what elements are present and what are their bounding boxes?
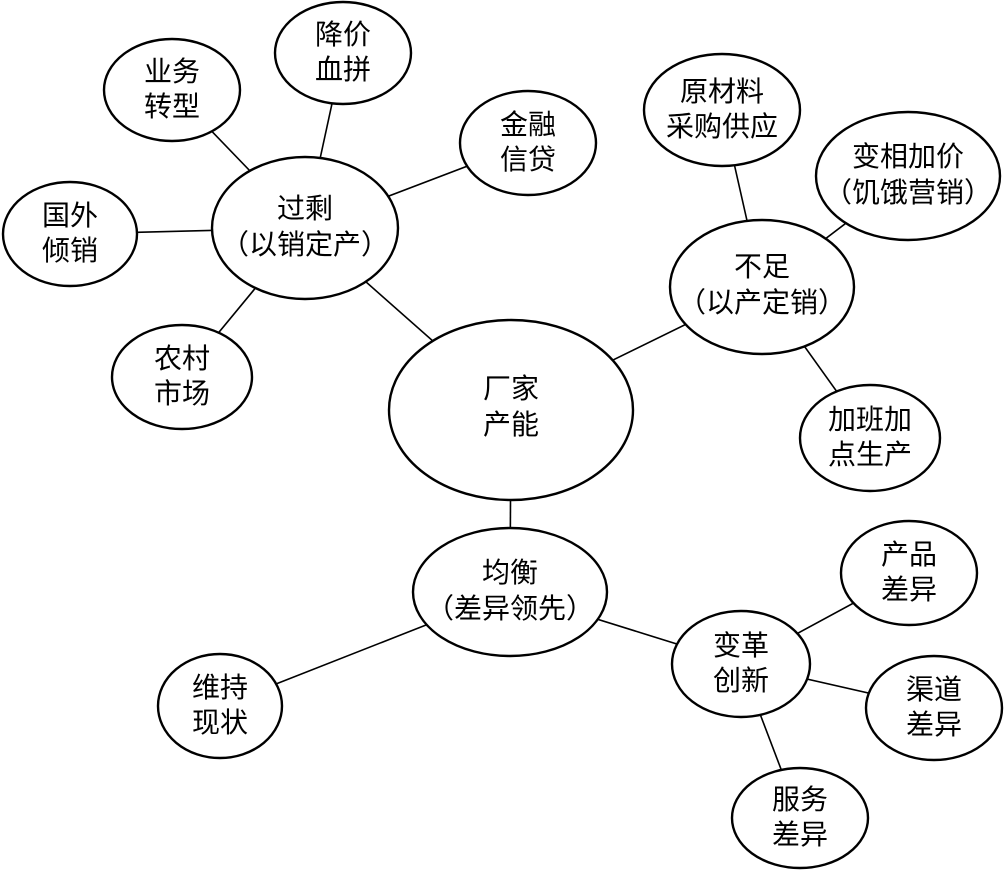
node-label-line1: 厂家 bbox=[483, 372, 539, 405]
node-label-line2: 信贷 bbox=[500, 143, 556, 176]
node-label-line2: 差异 bbox=[881, 573, 937, 606]
node-label-line1: 过剩 bbox=[277, 192, 333, 225]
node-label-line1: 变革 bbox=[713, 629, 769, 662]
node-label-line1: 变相加价 bbox=[852, 140, 964, 173]
node-label-line2: （差异领先） bbox=[426, 592, 594, 625]
node-channel: 渠道 差异 bbox=[864, 654, 1004, 762]
node-product: 产品 差异 bbox=[839, 519, 979, 627]
node-price-war: 降价 血拼 bbox=[273, 0, 413, 106]
node-label-line2: （饥饿营销） bbox=[824, 176, 992, 209]
node-shortage: 不足 （以产定销） bbox=[668, 218, 856, 356]
node-transform: 业务 转型 bbox=[102, 37, 242, 143]
node-label-line2: 采购供应 bbox=[666, 110, 778, 143]
node-label-line1: 加班加 bbox=[828, 403, 912, 436]
node-label-line1: 原材料 bbox=[680, 75, 764, 108]
node-label-line2: 点生产 bbox=[828, 438, 912, 471]
node-center: 厂家 产能 bbox=[387, 318, 635, 502]
node-label-line1: 金融 bbox=[500, 108, 556, 141]
node-label-line1: 均衡 bbox=[482, 556, 538, 589]
node-label-line2: 转型 bbox=[144, 90, 200, 123]
node-label-line1: 维持 bbox=[192, 671, 248, 704]
node-service: 服务 差异 bbox=[730, 766, 870, 870]
node-dumping: 国外 倾销 bbox=[1, 180, 139, 288]
node-label-line2: 差异 bbox=[906, 708, 962, 741]
node-label-line2: 倾销 bbox=[42, 234, 98, 267]
node-balance: 均衡 （差异领先） bbox=[411, 526, 609, 658]
node-overtime: 加班加 点生产 bbox=[798, 383, 942, 493]
node-label-line2: （以产定销） bbox=[678, 286, 846, 319]
node-surplus: 过剩 （以销定产） bbox=[210, 155, 400, 301]
node-label-line2: 差异 bbox=[772, 818, 828, 851]
node-label-line2: 产能 bbox=[483, 408, 539, 441]
node-rural: 农村 市场 bbox=[110, 323, 254, 431]
node-maintain: 维持 现状 bbox=[156, 652, 284, 760]
node-innovate: 变革 创新 bbox=[670, 609, 812, 719]
node-label-line1: 服务 bbox=[772, 783, 828, 816]
node-label-line1: 农村 bbox=[154, 342, 210, 375]
node-label-line1: 降价 bbox=[315, 18, 371, 51]
node-label-line2: （以销定产） bbox=[221, 228, 389, 261]
node-finance: 金融 信贷 bbox=[458, 89, 598, 197]
node-label-line2: 现状 bbox=[192, 706, 248, 739]
node-label-line2: 血拼 bbox=[315, 53, 371, 86]
node-material: 原材料 采购供应 bbox=[642, 52, 802, 168]
node-label-line1: 业务 bbox=[144, 55, 200, 88]
node-label-line1: 国外 bbox=[42, 199, 98, 232]
node-label-line1: 不足 bbox=[734, 250, 790, 283]
node-label-line1: 产品 bbox=[881, 538, 937, 571]
node-label-line2: 市场 bbox=[154, 377, 210, 410]
node-hunger: 变相加价 （饥饿营销） bbox=[814, 110, 1002, 242]
node-label-line1: 渠道 bbox=[906, 673, 962, 706]
node-label-line2: 创新 bbox=[713, 664, 769, 697]
